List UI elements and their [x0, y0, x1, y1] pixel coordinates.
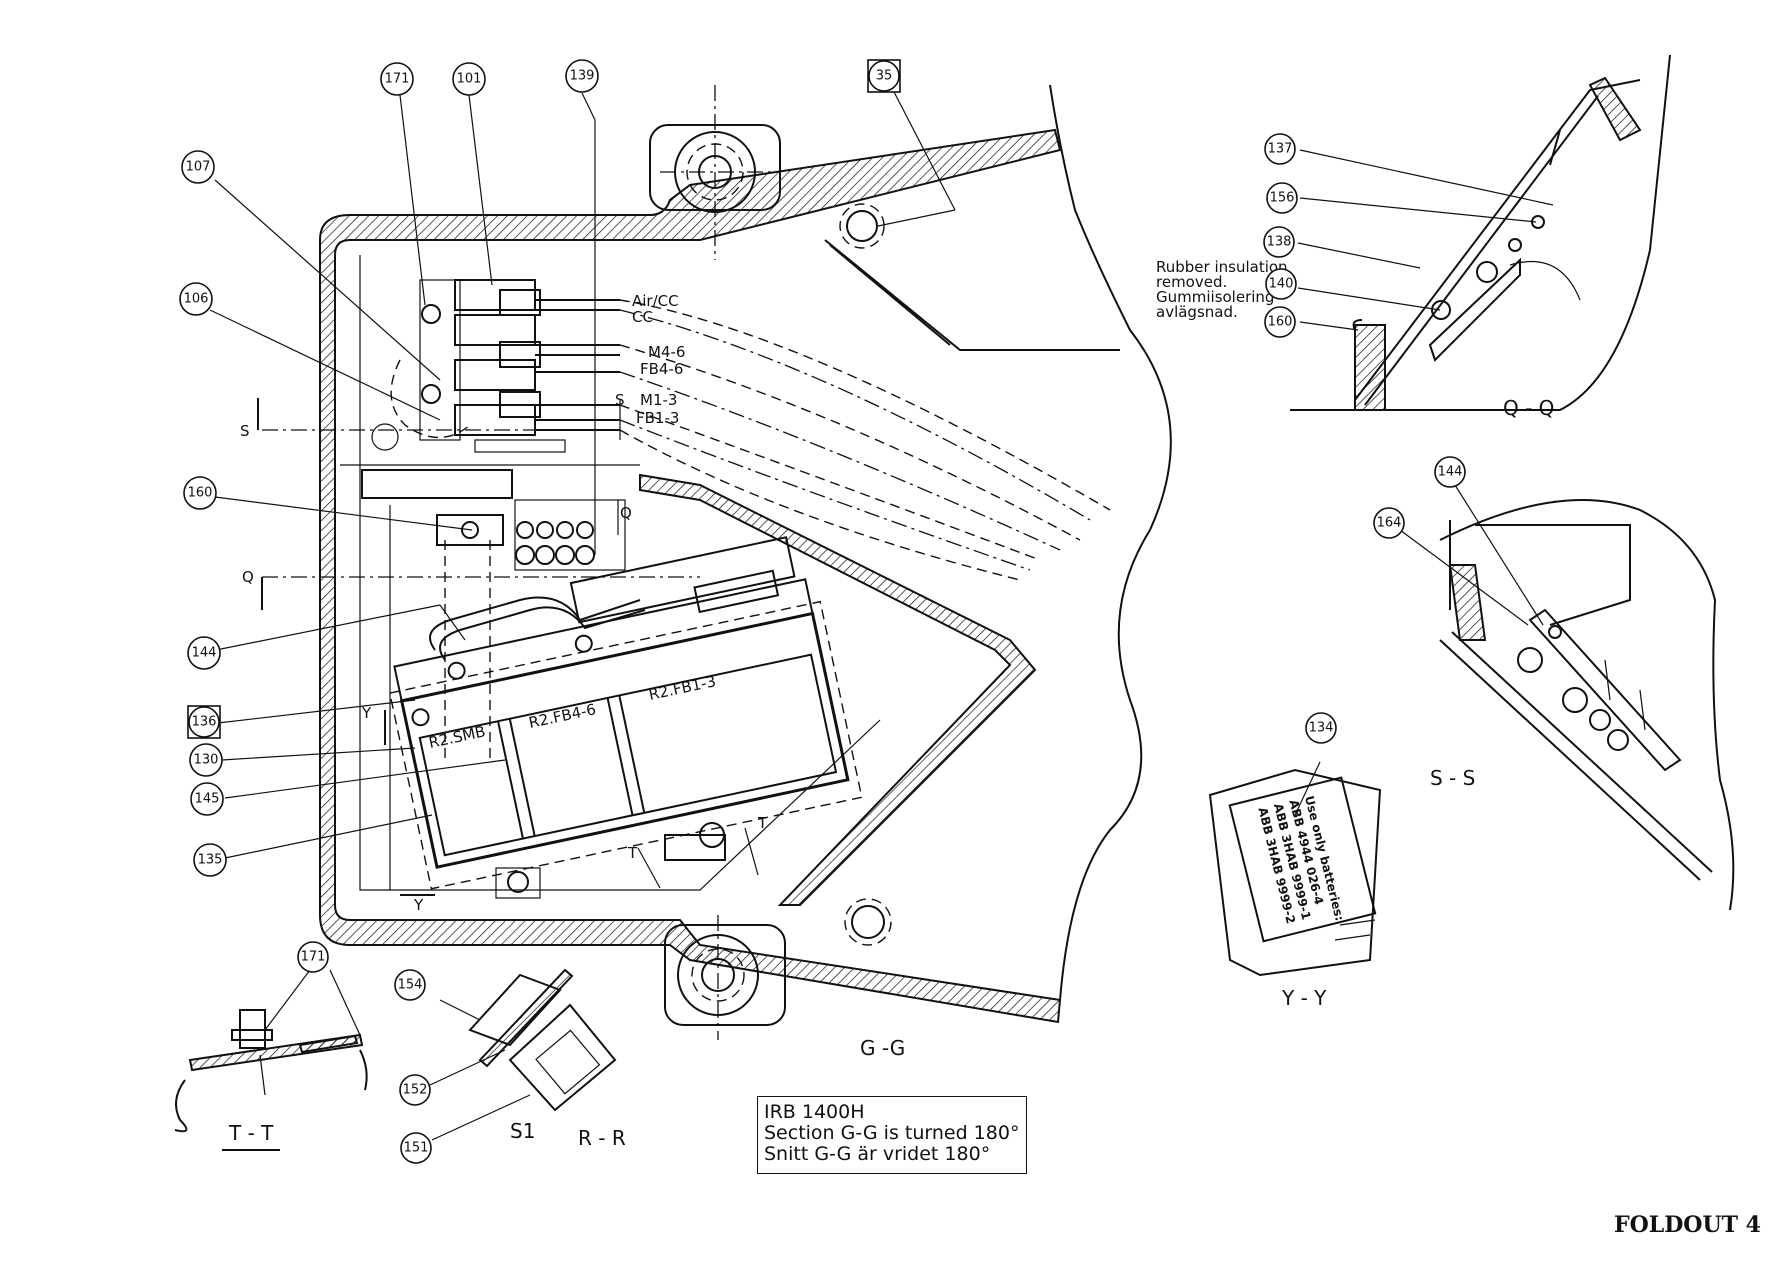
label-m1-3: M1-3	[640, 391, 677, 409]
label-y-bottom: Y	[413, 896, 424, 914]
callout-134: 134	[1305, 712, 1337, 744]
label-air-cc: Air/CC	[632, 292, 679, 310]
svg-text:151: 151	[404, 1141, 429, 1156]
rubber-note-line2: removed.	[1156, 273, 1227, 291]
section-tt-label: T - T	[228, 1121, 274, 1145]
callout-151: 151	[400, 1132, 432, 1164]
callout-160-main: 160	[183, 476, 217, 510]
label-s-mark: S	[615, 391, 625, 409]
svg-text:138: 138	[1267, 235, 1292, 250]
callout-130: 130	[189, 743, 223, 777]
svg-text:137: 137	[1268, 142, 1293, 157]
label-r2-smb: R2.SMB	[427, 722, 487, 752]
callout-35: 35	[867, 59, 901, 93]
section-qq-label: Q - Q	[1503, 396, 1554, 420]
label-fb4-6: FB4-6	[640, 360, 683, 378]
cable-routes	[619, 299, 1111, 581]
section-ss	[1399, 484, 1735, 911]
callout-140: 140	[1265, 268, 1297, 300]
svg-text:144: 144	[192, 646, 217, 661]
callout-154: 154	[394, 969, 426, 1001]
callout-145: 145	[190, 782, 224, 816]
svg-text:160: 160	[1268, 315, 1293, 330]
svg-text:136: 136	[192, 715, 217, 730]
svg-text:171: 171	[385, 72, 410, 87]
callout-101: 101	[452, 62, 486, 96]
callout-164: 164	[1373, 507, 1405, 539]
label-s-left: S	[240, 422, 250, 440]
svg-text:171: 171	[301, 950, 326, 965]
svg-text:135: 135	[198, 853, 223, 868]
section-rr-label: R - R	[578, 1126, 626, 1150]
callout-152: 152	[399, 1074, 431, 1106]
svg-text:160: 160	[188, 486, 213, 501]
mounting-bar	[361, 469, 513, 499]
label-cc: CC	[632, 308, 653, 326]
callout-137: 137	[1264, 133, 1296, 165]
label-r2-fb4-6: R2.FB4-6	[527, 700, 597, 732]
foldout-label: FOLDOUT 4	[1613, 1212, 1761, 1238]
rubber-note-line1: Rubber insulation	[1156, 258, 1288, 276]
callout-144-ss: 144	[1434, 456, 1466, 488]
rubber-note-line4: avlägsnad.	[1156, 303, 1238, 321]
callout-160-qq: 160	[1264, 306, 1296, 338]
title-block: IRB 1400H Section G-G is turned 180° Sni…	[757, 1096, 1027, 1174]
section-rr	[429, 968, 617, 1141]
label-t-right: T	[757, 814, 768, 832]
label-r2-fb1-3: R2.FB1-3	[647, 672, 717, 704]
section-yy	[1208, 761, 1382, 977]
section-qq	[1290, 54, 1671, 411]
svg-text:107: 107	[186, 160, 211, 175]
callout-107: 107	[181, 150, 215, 184]
title-line-model: IRB 1400H	[764, 1101, 865, 1123]
svg-text:152: 152	[403, 1083, 428, 1098]
section-yy-label: Y - Y	[1281, 986, 1327, 1010]
leader-lines	[209, 87, 956, 859]
callout-138: 138	[1263, 226, 1295, 258]
callout-171-top: 171	[380, 62, 414, 96]
svg-text:139: 139	[570, 69, 595, 84]
svg-text:134: 134	[1309, 721, 1334, 736]
callout-171-tt: 171	[297, 941, 329, 973]
svg-text:156: 156	[1270, 191, 1295, 206]
title-line-swedish: Snitt G-G är vridet 180°	[764, 1143, 991, 1165]
section-gg-label: G -G	[860, 1036, 905, 1060]
svg-text:101: 101	[457, 72, 482, 87]
label-q-mark: Q	[620, 504, 632, 522]
callout-139: 139	[565, 59, 599, 93]
section-gg-housing	[257, 84, 1172, 1040]
battery-pack	[388, 536, 863, 890]
callout-156: 156	[1266, 182, 1298, 214]
connector-stack	[390, 279, 620, 453]
callout-135: 135	[193, 843, 227, 877]
svg-text:130: 130	[194, 753, 219, 768]
battery-label-text: Use only batteries: ABB 4944 026-4 ABB 3…	[1255, 794, 1346, 925]
bottom-boss	[664, 924, 786, 1026]
rubber-note-line3: Gummiisolering	[1156, 288, 1274, 306]
svg-text:106: 106	[184, 292, 209, 307]
callout-136: 136	[187, 705, 221, 739]
section-tt	[174, 969, 368, 1151]
label-q-left: Q	[242, 568, 254, 586]
label-t-left: T	[627, 844, 638, 862]
label-fb1-3: FB1-3	[636, 409, 679, 427]
label-m4-6: M4-6	[648, 343, 685, 361]
svg-text:140: 140	[1269, 277, 1294, 292]
svg-text:144: 144	[1438, 465, 1463, 480]
title-line-english: Section G-G is turned 180°	[764, 1122, 1020, 1144]
svg-text:145: 145	[195, 792, 220, 807]
label-s1: S1	[510, 1119, 535, 1143]
section-ss-label: S - S	[1430, 766, 1475, 790]
svg-text:154: 154	[398, 978, 423, 993]
label-y-top: Y	[361, 704, 372, 722]
svg-text:164: 164	[1377, 516, 1402, 531]
callout-144-main: 144	[187, 636, 221, 670]
callout-106: 106	[179, 282, 213, 316]
svg-text:35: 35	[876, 69, 893, 84]
